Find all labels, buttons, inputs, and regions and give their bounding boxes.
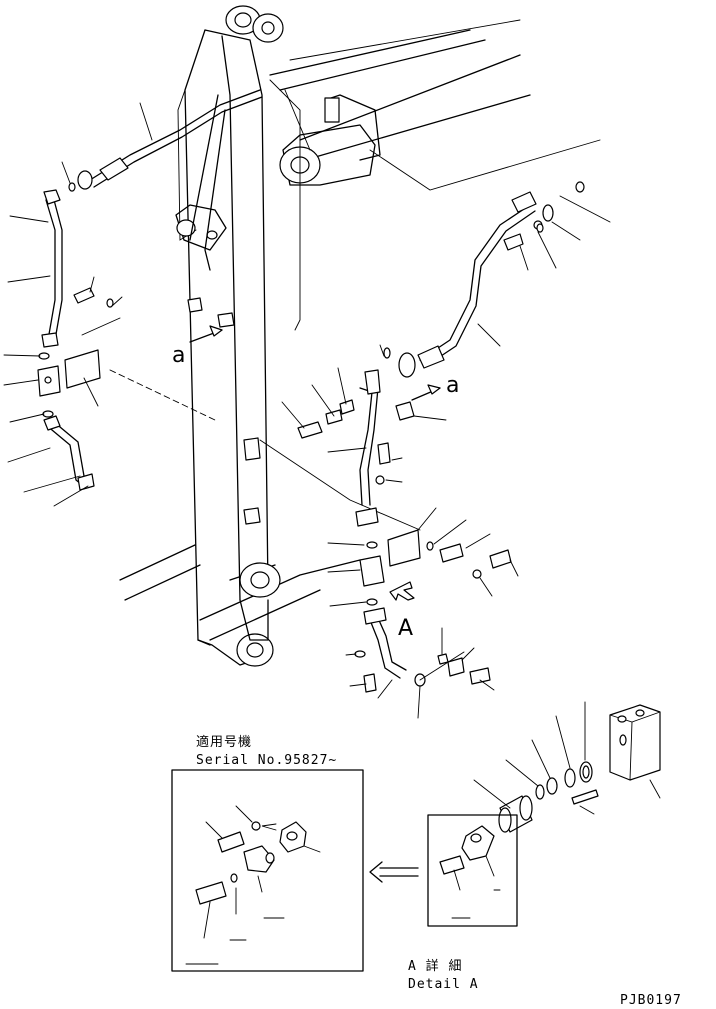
pin: [571, 789, 599, 805]
mounting-plate-right: [387, 529, 421, 567]
o-ring-right-mid: [366, 541, 378, 549]
bolt-right-mid: [297, 421, 323, 439]
o-ring-left-low: [42, 410, 54, 418]
view-a-label: A: [398, 616, 413, 641]
hose-fitting-upper: [511, 191, 537, 213]
bolt-upper: [503, 233, 524, 251]
view-a-arrow: [389, 581, 415, 601]
flange-upper: [542, 204, 554, 222]
o-ring-lower: [383, 347, 391, 359]
section-marker-label-left: a: [172, 343, 185, 368]
section-marker-label-right: a: [446, 373, 459, 398]
boom-arm: [109, 5, 601, 667]
bolt-right-b: [489, 549, 512, 569]
bolt-right-a: [439, 543, 464, 563]
hose-fitting-left: [99, 157, 129, 181]
o-ring-left-top: [68, 182, 76, 192]
right-hose-assembly: a A: [281, 181, 611, 719]
drawing-id: PJB0197: [620, 993, 682, 1008]
backup-ring-b: [535, 784, 545, 800]
bolt-detail: [439, 855, 465, 875]
o-ring-upper: [575, 181, 585, 193]
serial-label-en: Serial No.95827~: [196, 753, 337, 768]
bolt-right-low: [469, 667, 491, 685]
detail-caption-jp: A 詳 細: [408, 958, 462, 974]
valve-block: [609, 704, 661, 781]
serial-split-flange: [243, 845, 275, 873]
serial-bolt-lower: [195, 881, 227, 905]
bolt-vertical: [377, 442, 391, 465]
flange-left: [77, 170, 93, 190]
detail-inset-box: [427, 814, 518, 927]
split-flange-block-right: [359, 555, 385, 587]
o-ring-right-low: [366, 598, 378, 606]
serial-label-jp: 適用号機: [196, 734, 252, 750]
serial-box-group: 適用号機 Serial No.95827~: [171, 734, 364, 972]
left-hose-assembly: [3, 89, 263, 507]
o-ring-left-mid: [38, 352, 50, 360]
clamp-right: [395, 401, 415, 421]
right-hose: [419, 204, 531, 361]
detail-a-exploded: [369, 701, 661, 927]
serial-bolt-upper: [217, 831, 245, 853]
section-arrow-left: a: [172, 325, 223, 368]
flange-lower: [398, 352, 416, 378]
detail-caption-en: Detail A: [408, 977, 479, 992]
bolt-left-upper: [73, 287, 95, 304]
serial-box: [171, 769, 364, 972]
flange-detail: [461, 825, 495, 861]
o-ring-b: [546, 777, 558, 795]
mounting-plate-left: [64, 349, 101, 389]
backup-ring-a: [564, 768, 576, 788]
